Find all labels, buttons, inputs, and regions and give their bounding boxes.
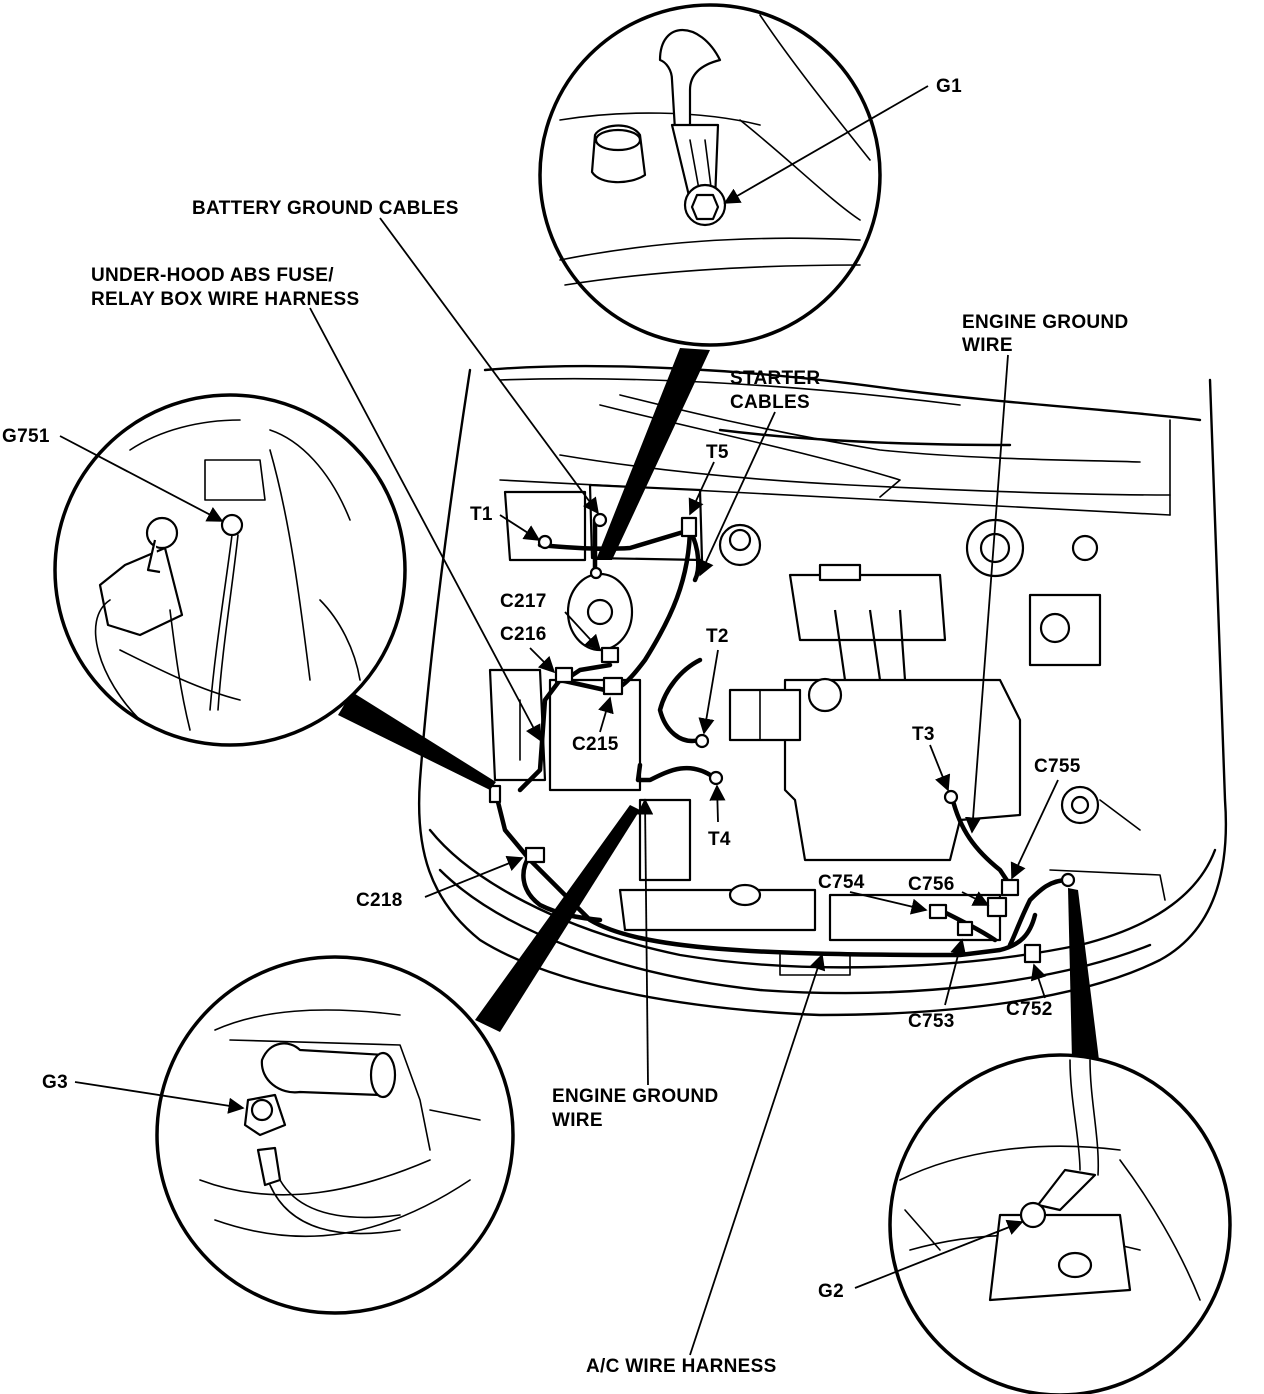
label-engine-ground-wire-bottom-line2: WIRE <box>552 1110 603 1131</box>
labels: G1 BATTERY GROUND CABLES UNDER-HOOD ABS … <box>2 76 1128 1377</box>
leader-c752 <box>1030 963 1047 999</box>
leader-t3 <box>929 744 951 792</box>
label-c754: C754 <box>818 872 865 893</box>
label-starter-cables-line1: STARTER <box>730 368 820 389</box>
leader-engine-ground-bottom <box>637 798 654 1086</box>
label-c215: C215 <box>572 734 619 755</box>
c752-connector <box>1023 943 1042 964</box>
t1-terminal <box>537 534 553 550</box>
leader-c754 <box>849 891 928 915</box>
leader-g3 <box>74 1081 245 1114</box>
leader-abs-harness <box>309 307 541 742</box>
t3-terminal <box>943 789 959 805</box>
label-g1: G1 <box>936 76 962 97</box>
leader-lines <box>59 85 1059 1356</box>
callout-wedges <box>338 348 1100 1068</box>
label-c218: C218 <box>356 890 403 911</box>
label-t5: T5 <box>706 442 729 463</box>
detail-g1 <box>538 3 882 347</box>
label-abs-harness-line1: UNDER-HOOD ABS FUSE/ <box>91 265 334 286</box>
leader-t1 <box>499 514 541 541</box>
t5-terminal <box>680 516 698 538</box>
leader-engine-ground-top <box>965 354 1009 834</box>
leader-t4 <box>709 784 726 823</box>
connectors <box>488 512 1076 964</box>
c216-connector <box>554 666 574 684</box>
leader-c755 <box>1010 779 1059 880</box>
leader-c217 <box>564 611 602 652</box>
label-engine-ground-wire-bottom-line1: ENGINE GROUND <box>552 1086 718 1107</box>
label-t1: T1 <box>470 504 493 525</box>
leader-t2 <box>698 649 719 735</box>
label-c752: C752 <box>1006 999 1053 1020</box>
leader-c218 <box>424 855 524 898</box>
c215-connector <box>602 676 624 696</box>
leader-c215 <box>598 696 614 733</box>
label-ac-wire-harness: A/C WIRE HARNESS <box>586 1356 777 1377</box>
label-c756: C756 <box>908 874 955 895</box>
battery-terminal <box>592 512 608 528</box>
label-t4: T4 <box>708 829 731 850</box>
leader-starter-cables <box>698 411 776 577</box>
car-body <box>417 364 1228 1017</box>
leader-ac-harness <box>689 953 826 1356</box>
detail-g751 <box>53 393 407 747</box>
c218-connector <box>524 846 546 864</box>
c217-connector <box>600 646 620 664</box>
leader-c753 <box>944 938 967 1006</box>
label-g751: G751 <box>2 426 50 447</box>
leader-g751 <box>59 435 224 522</box>
c754-connector <box>928 903 948 920</box>
leader-t5 <box>688 461 715 516</box>
label-t3: T3 <box>912 724 935 745</box>
leader-c216 <box>529 647 556 674</box>
label-starter-cables-line2: CABLES <box>730 392 810 413</box>
leader-c756 <box>961 891 990 906</box>
label-c217: C217 <box>500 591 547 612</box>
g2-point <box>1060 872 1076 888</box>
label-abs-harness-line2: RELAY BOX WIRE HARNESS <box>91 289 359 310</box>
c753-connector <box>956 920 974 937</box>
leader-battery-ground <box>379 217 599 515</box>
leader-g2 <box>854 1219 1024 1289</box>
label-c216: C216 <box>500 624 547 645</box>
label-c753: C753 <box>908 1011 955 1032</box>
label-g2: G2 <box>818 1281 844 1302</box>
label-g3: G3 <box>42 1072 68 1093</box>
t2-terminal <box>694 733 710 749</box>
label-c755: C755 <box>1034 756 1081 777</box>
label-engine-ground-wire-top-line2: WIRE <box>962 335 1013 356</box>
t4-terminal <box>708 770 724 786</box>
label-engine-ground-wire-top-line1: ENGINE GROUND <box>962 312 1128 333</box>
c756-connector <box>986 896 1008 918</box>
c755-connector <box>1000 878 1020 897</box>
detail-g2 <box>888 1053 1232 1394</box>
detail-g3 <box>155 955 515 1315</box>
label-t2: T2 <box>706 626 729 647</box>
leader-g1 <box>723 85 929 204</box>
label-battery-ground-cables: BATTERY GROUND CABLES <box>192 198 459 219</box>
g751-point <box>488 784 502 804</box>
